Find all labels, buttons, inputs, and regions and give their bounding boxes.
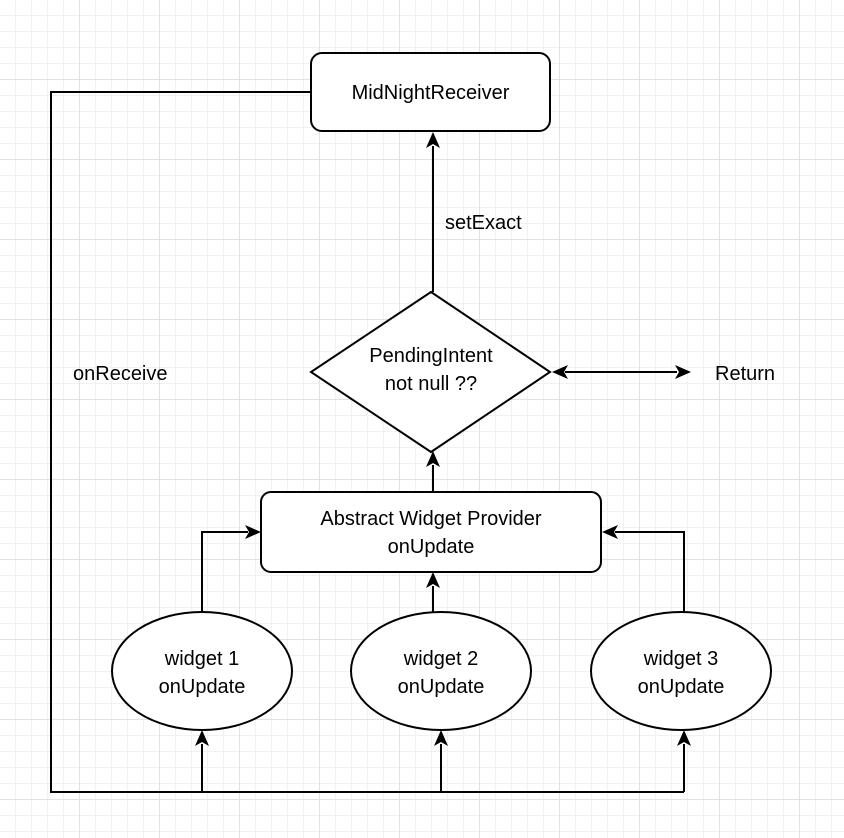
widget-3-label-line-1: widget 3 bbox=[643, 648, 719, 670]
arrowhead-return bbox=[675, 365, 691, 379]
arrowhead-provider-bottom bbox=[426, 572, 440, 588]
widget-3-label-line-2: onUpdate bbox=[638, 676, 725, 698]
arrowhead-widget-1-bottom bbox=[195, 730, 209, 746]
node-midnight-receiver[interactable]: MidNightReceiver bbox=[310, 52, 551, 132]
arrowhead-widget-2-bottom bbox=[434, 730, 448, 746]
edge-widget-3-to-provider bbox=[615, 531, 685, 612]
provider-label-line-1: Abstract Widget Provider bbox=[320, 508, 542, 530]
widget-1-label-line-2: onUpdate bbox=[159, 676, 246, 698]
node-midnight-receiver-label: MidNightReceiver bbox=[352, 82, 510, 104]
node-widget-2[interactable]: widget 2 onUpdate bbox=[350, 611, 532, 731]
node-pending-intent-decision[interactable]: PendingIntent not null ?? bbox=[309, 290, 552, 454]
edge-receiver-to-bus bbox=[50, 91, 684, 793]
node-widget-3[interactable]: widget 3 onUpdate bbox=[590, 611, 772, 731]
arrowhead-provider-right bbox=[602, 525, 618, 539]
edge-label-set-exact: setExact bbox=[445, 212, 522, 234]
node-widget-1[interactable]: widget 1 onUpdate bbox=[111, 611, 293, 731]
node-abstract-widget-provider[interactable]: Abstract Widget Provider onUpdate bbox=[260, 491, 602, 573]
arrowhead-decision-bottom bbox=[426, 451, 440, 467]
decision-label-line-2: not null ?? bbox=[385, 373, 477, 395]
widget-1-label-line-1: widget 1 bbox=[164, 648, 240, 670]
provider-label-line-2: onUpdate bbox=[388, 536, 475, 558]
widget-2-label-line-2: onUpdate bbox=[398, 676, 485, 698]
edge-label-on-receive: onReceive bbox=[73, 363, 168, 385]
widget-2-label-line-1: widget 2 bbox=[403, 648, 479, 670]
edge-label-return: Return bbox=[715, 363, 775, 385]
arrowhead-provider-left bbox=[245, 525, 261, 539]
arrowhead-receiver-bottom bbox=[426, 132, 440, 148]
arrowhead-decision-right bbox=[552, 365, 568, 379]
edges bbox=[50, 91, 691, 793]
edge-widget-1-to-provider bbox=[201, 531, 248, 612]
decision-label-line-1: PendingIntent bbox=[369, 345, 493, 367]
arrowhead-widget-3-bottom bbox=[677, 730, 691, 746]
